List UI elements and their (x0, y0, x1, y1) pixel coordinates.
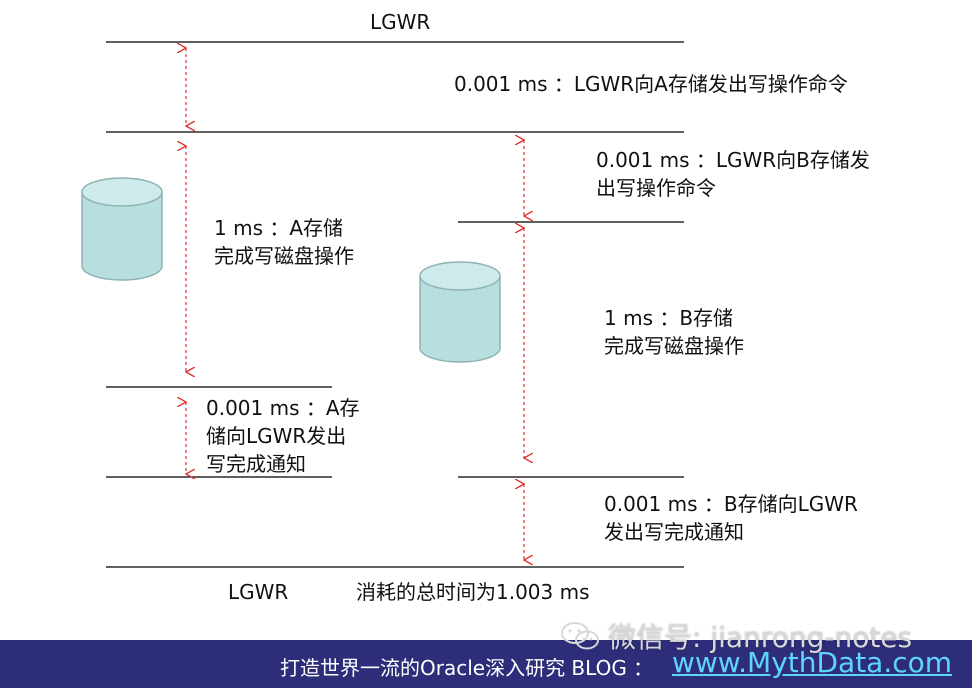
a-write-label-line1: 1 ms ：A存储 (214, 216, 344, 240)
b-notify-label-line2: 发出写完成通知 (604, 520, 744, 544)
footer-banner: 打造世界一流的Oracle深入研究 BLOG ： www.MythData.co… (0, 640, 972, 688)
wechat-watermark: 微信号: jianrong-notes (560, 616, 912, 656)
b-send-label-line2: 出写操作命令 (596, 176, 716, 200)
a-notify-label-line1: 0.001 ms ：A存 (206, 396, 360, 420)
a-send-label: 0.001 ms ：LGWR向A存储发出写操作命令 (454, 72, 848, 96)
footer-slogan: 打造世界一流的Oracle深入研究 BLOG ： (280, 656, 654, 680)
total-time-label: 消耗的总时间为1.003 ms (356, 580, 590, 604)
storage-b-cylinder-icon (419, 261, 501, 363)
b-notify-label-line1: 0.001 ms ：B存储向LGWR (604, 492, 858, 516)
timing-diagram (81, 41, 684, 568)
storage-a-cylinder-icon (81, 177, 163, 281)
b-send-label-line1: 0.001 ms ：LGWR向B存储发 (596, 148, 870, 172)
footer-url-link[interactable]: www.MythData.com (672, 646, 953, 679)
a-notify-label-line2: 储向LGWR发出 (206, 424, 347, 448)
bottom-lgwr-label: LGWR (228, 580, 289, 604)
wechat-icon (561, 622, 599, 650)
top-lgwr-label: LGWR (370, 10, 431, 34)
a-write-label-line2: 完成写磁盘操作 (214, 244, 354, 268)
b-write-label-line2: 完成写磁盘操作 (604, 334, 744, 358)
b-write-label-line1: 1 ms ：B存储 (604, 306, 734, 330)
a-notify-label-line3: 写完成通知 (206, 452, 306, 476)
watermark-text: 微信号: jianrong-notes (608, 621, 913, 654)
